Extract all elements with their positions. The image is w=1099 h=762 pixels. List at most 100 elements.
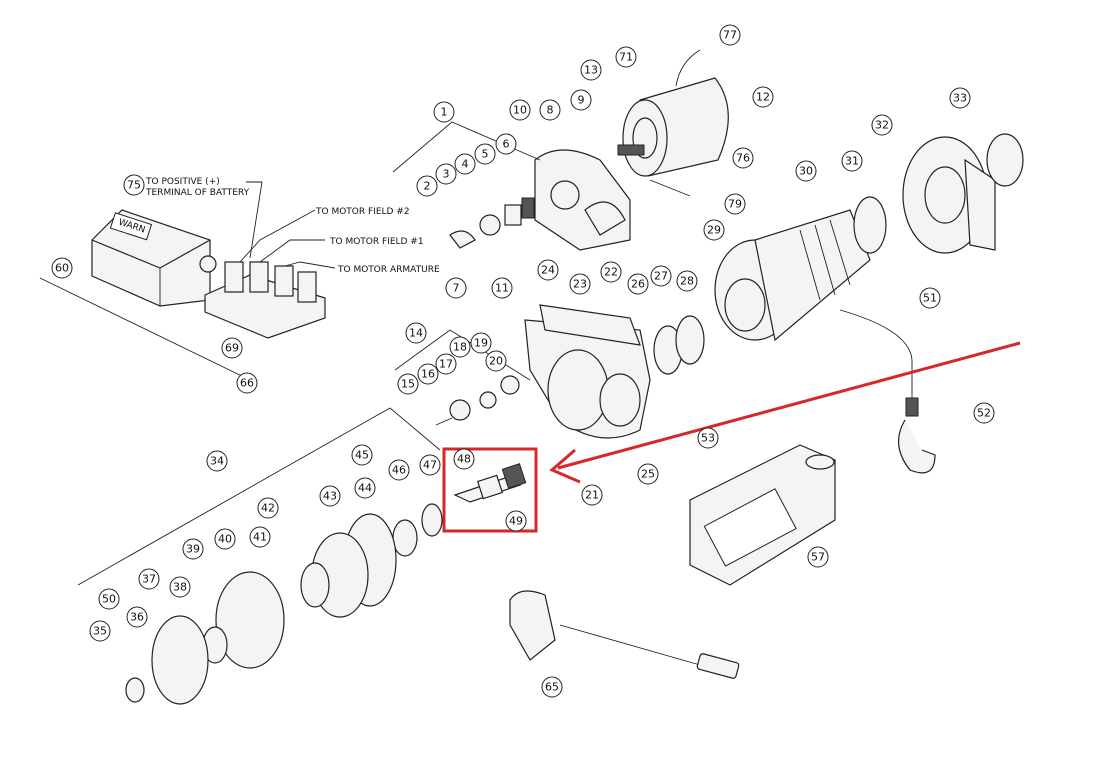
callout-50: 50 [98, 588, 120, 610]
callout-number: 19 [474, 337, 488, 350]
fairlead [689, 444, 836, 586]
callout-circle [637, 463, 659, 485]
callout-circle [470, 332, 492, 354]
callout-number: 71 [619, 51, 633, 64]
callout-circle [505, 510, 527, 532]
callout-number: 12 [756, 91, 770, 104]
callout-number: 38 [173, 581, 187, 594]
callout-34: 34 [206, 450, 228, 472]
callout-circle [351, 444, 373, 466]
callout-number: 79 [728, 198, 742, 211]
callout-circle [397, 373, 419, 395]
callout-24: 24 [537, 259, 559, 281]
shaft-assembly [453, 463, 527, 503]
note-armature: TO MOTOR ARMATURE [337, 265, 440, 275]
callout-43: 43 [319, 485, 341, 507]
callout-circle [600, 261, 622, 283]
callout-6: 6 [495, 133, 517, 155]
brake-parts [435, 375, 520, 426]
bracket-34 [77, 407, 441, 586]
callout-circle [182, 538, 204, 560]
callout-number: 23 [573, 278, 587, 291]
motor [617, 49, 729, 197]
callout-42: 42 [257, 497, 279, 519]
callout-circle [697, 427, 719, 449]
callout-number: 65 [545, 681, 559, 694]
gear-housing-upper [534, 149, 631, 251]
callout-number: 41 [253, 531, 267, 544]
control-pack: WARN [91, 209, 217, 307]
callout-32: 32 [871, 114, 893, 136]
callout-number: 39 [186, 543, 200, 556]
callout-number: 6 [503, 138, 510, 151]
callout-1: 1 [433, 101, 455, 123]
drum [714, 209, 871, 342]
callout-number: 77 [723, 29, 737, 42]
end-housing [902, 133, 1024, 254]
callout-66: 66 [236, 372, 258, 394]
callout-16: 16 [417, 363, 439, 385]
callout-circle [627, 273, 649, 295]
callout-number: 48 [457, 453, 471, 466]
callout-8: 8 [539, 99, 561, 121]
callout-5: 5 [474, 143, 496, 165]
callout-circle [570, 89, 592, 111]
callout-29: 29 [703, 219, 725, 241]
callout-circle [214, 528, 236, 550]
callout-number: 2 [424, 180, 431, 193]
callout-3: 3 [435, 163, 457, 185]
callout-number: 17 [439, 358, 453, 371]
callout-circle [236, 372, 258, 394]
callout-number: 25 [641, 468, 655, 481]
callout-number: 16 [421, 368, 435, 381]
callout-15: 15 [397, 373, 419, 395]
callout-71: 71 [615, 46, 637, 68]
callout-circle [257, 497, 279, 519]
note-battery-2: TERMINAL OF BATTERY [145, 188, 250, 198]
callout-49: 49 [505, 510, 527, 532]
highlight-arrow-shaft [557, 341, 1021, 470]
callout-number: 57 [811, 551, 825, 564]
callout-circle [949, 87, 971, 109]
callout-27: 27 [650, 265, 672, 287]
callout-circle [807, 546, 829, 568]
callout-circle [495, 133, 517, 155]
callout-number: 32 [875, 119, 889, 132]
callout-circle [416, 175, 438, 197]
input-gear-parts [449, 197, 535, 249]
callout-circle [221, 337, 243, 359]
solenoid-pack [204, 181, 336, 339]
callout-number: 69 [225, 342, 239, 355]
callout-number: 22 [604, 266, 618, 279]
callout-30: 30 [795, 160, 817, 182]
callout-11: 11 [491, 277, 513, 299]
callout-number: 31 [845, 155, 859, 168]
callout-circle [354, 477, 376, 499]
callout-number: 13 [584, 64, 598, 77]
callout-circle [539, 99, 561, 121]
callout-65: 65 [541, 676, 563, 698]
callout-circle [650, 265, 672, 287]
callout-circle [569, 273, 591, 295]
leader-66 [39, 277, 251, 381]
callout-51: 51 [919, 287, 941, 309]
callout-circle [89, 620, 111, 642]
callout-26: 26 [627, 273, 649, 295]
callout-number: 26 [631, 278, 645, 291]
callout-69: 69 [221, 337, 243, 359]
callout-circle [841, 150, 863, 172]
callout-number: 5 [482, 148, 489, 161]
callout-circle [51, 257, 73, 279]
callout-circle [123, 174, 145, 196]
callout-18: 18 [449, 336, 471, 358]
callout-circle [719, 24, 741, 46]
callout-41: 41 [249, 526, 271, 548]
callout-circle [676, 270, 698, 292]
callout-number: 7 [453, 282, 460, 295]
callout-25: 25 [637, 463, 659, 485]
callout-48: 48 [453, 448, 475, 470]
callout-number: 28 [680, 275, 694, 288]
callout-circle [581, 484, 603, 506]
